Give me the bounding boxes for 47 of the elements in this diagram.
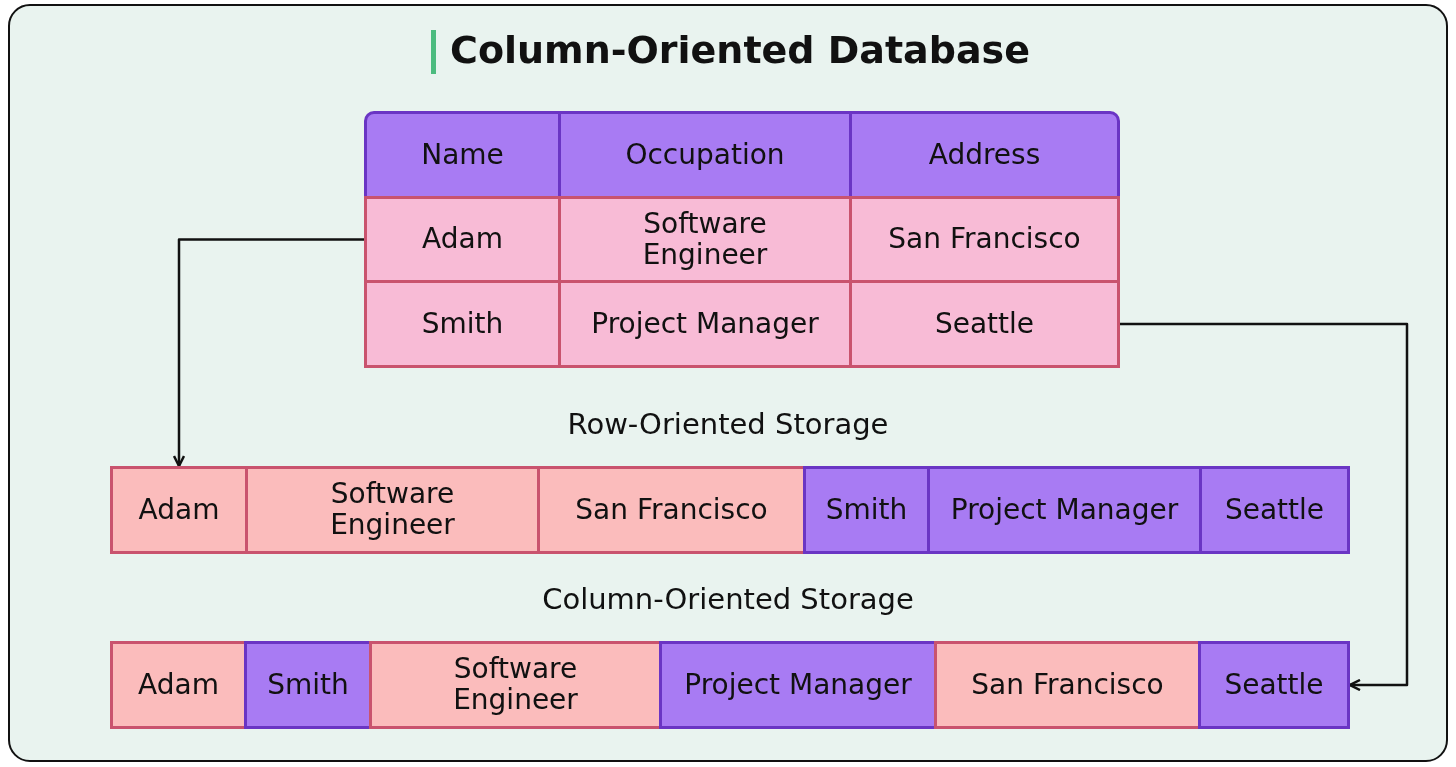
cell-text: Seattle xyxy=(933,308,1036,340)
cell-text: Adam xyxy=(137,669,220,701)
table-header-cell xyxy=(558,111,852,199)
table-cell xyxy=(849,280,1120,368)
cell-text: Seattle xyxy=(1223,494,1326,526)
cell-text: Smith xyxy=(824,494,909,526)
cell-text: Software Engineer xyxy=(452,654,579,716)
table-cell xyxy=(558,196,852,283)
table-cell xyxy=(364,196,561,283)
table-header-cell xyxy=(364,111,561,199)
storage-cell xyxy=(659,641,937,729)
section-label: Row-Oriented Storage xyxy=(567,407,889,441)
storage-cell xyxy=(927,466,1202,554)
arrow xyxy=(172,238,364,468)
cell-text: Adam xyxy=(137,494,221,526)
storage-cell xyxy=(110,466,248,554)
table-cell xyxy=(558,280,852,368)
cell-text: San Francisco xyxy=(970,669,1165,701)
cell-text: Software Engineer xyxy=(641,208,769,271)
storage-cell xyxy=(369,641,662,729)
storage-cell xyxy=(110,641,247,729)
storage-cell xyxy=(1199,466,1350,554)
cell-text: Occupation xyxy=(624,139,786,171)
cell-text: Address xyxy=(927,139,1042,171)
table-cell xyxy=(364,280,561,368)
storage-cell xyxy=(537,466,806,554)
section-label: Column-Oriented Storage xyxy=(542,582,914,616)
cell-text: San Francisco xyxy=(887,224,1082,255)
title: Column-Oriented Database xyxy=(450,28,1030,72)
storage-cell xyxy=(244,641,372,729)
storage-cell xyxy=(803,466,930,554)
cell-text: Project Manager xyxy=(683,669,913,701)
cell-text: San Francisco xyxy=(574,494,769,526)
table-header-cell xyxy=(849,111,1120,199)
cell-text: Project Manager xyxy=(590,308,820,340)
cell-text: Project Manager xyxy=(949,494,1180,526)
cell-text: Name xyxy=(420,139,505,171)
cell-text: Software Engineer xyxy=(329,479,456,541)
arrow xyxy=(1120,322,1409,692)
storage-cell xyxy=(934,641,1201,729)
cell-text: Smith xyxy=(266,669,350,701)
cell-text: Seattle xyxy=(1223,669,1325,701)
cell-text: Adam xyxy=(421,224,504,255)
storage-cell xyxy=(1198,641,1350,729)
cell-text: Smith xyxy=(420,308,505,340)
table-cell xyxy=(849,196,1120,283)
storage-cell xyxy=(245,466,540,554)
